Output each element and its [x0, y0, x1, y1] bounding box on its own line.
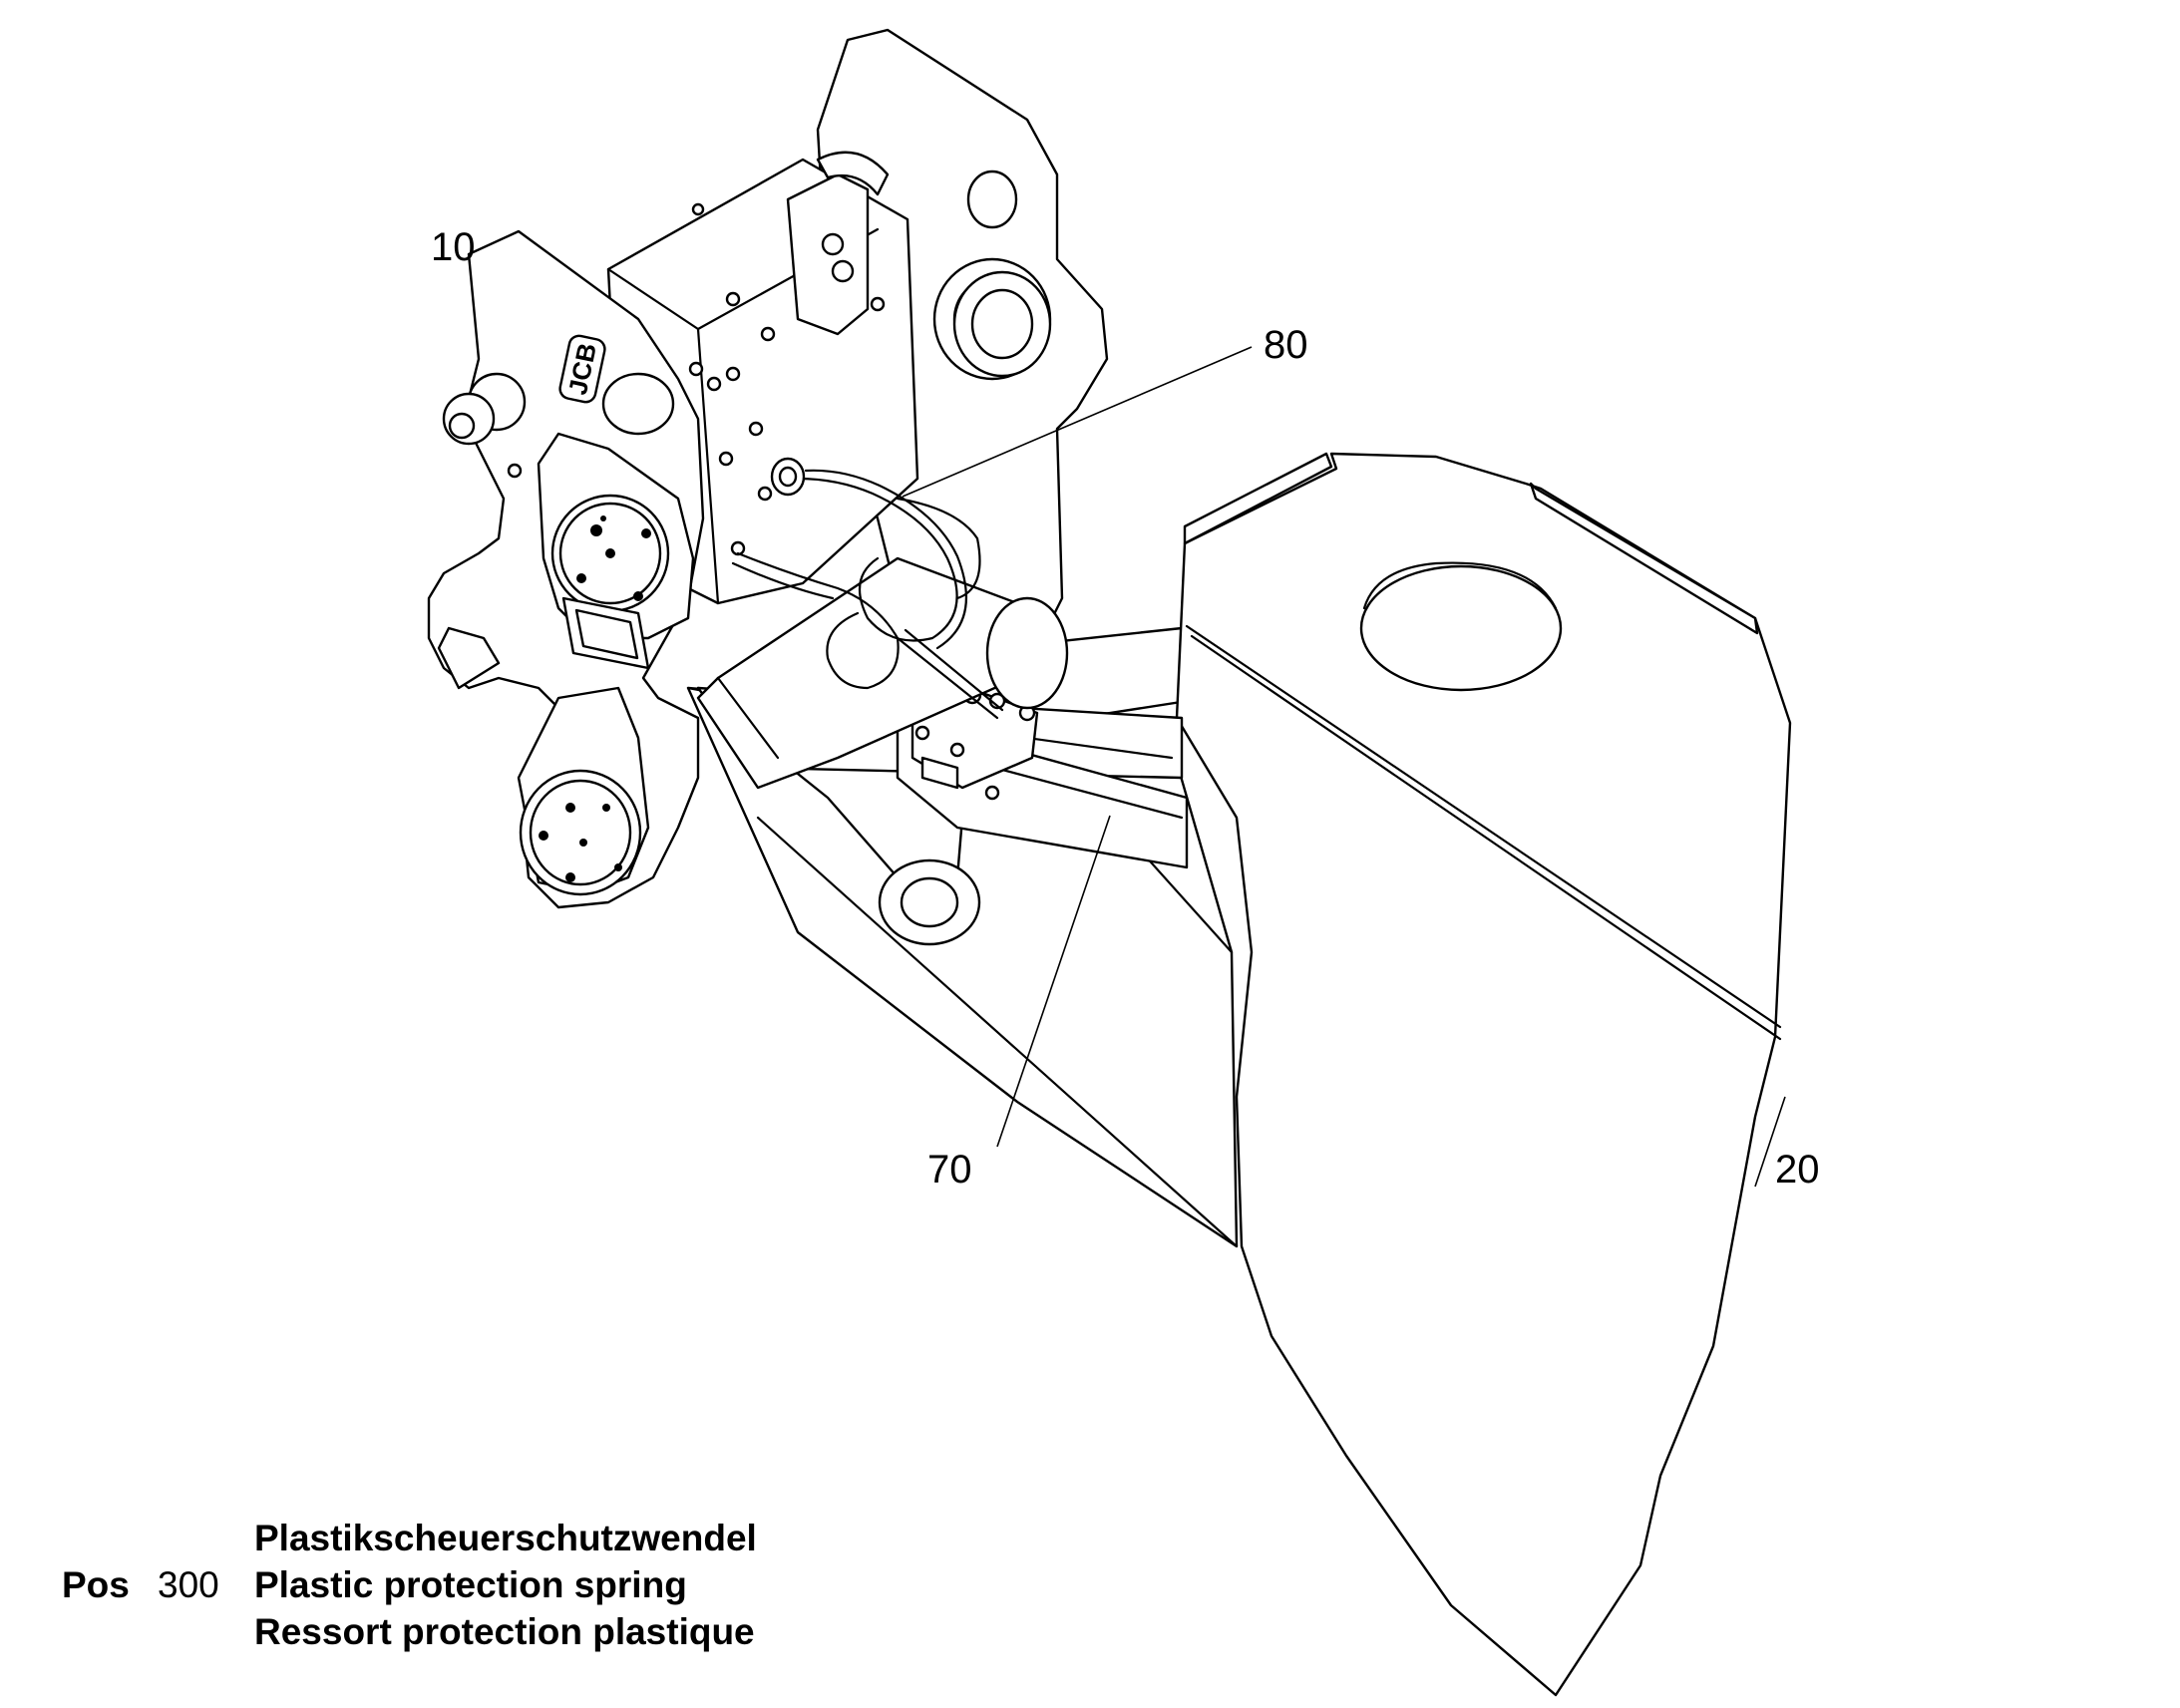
leader-80 [902, 346, 1253, 498]
caption-pos-number: 300 [158, 1564, 219, 1605]
leader-70 [996, 815, 1111, 1148]
caption-line-german: Plastikscheuerschutzwendel [254, 1518, 757, 1558]
caption-line-french: Ressort protection plastique [254, 1611, 755, 1652]
jcb-logo: JCB [558, 334, 606, 404]
callout-80: 80 [1264, 323, 1308, 367]
block-bolts [688, 202, 886, 556]
callout-10: 10 [431, 225, 476, 269]
callout-20: 20 [1775, 1148, 1820, 1192]
leader-20 [1754, 1096, 1786, 1188]
caption-line-english: Plastic protection spring [254, 1564, 687, 1605]
hoses-part-80 [731, 457, 1004, 720]
caption-pos-label: Pos [62, 1564, 130, 1605]
leader-lines [902, 346, 1786, 1188]
callout-70: 70 [927, 1148, 972, 1192]
quick-coupler-part-10: JCB [427, 28, 1109, 909]
